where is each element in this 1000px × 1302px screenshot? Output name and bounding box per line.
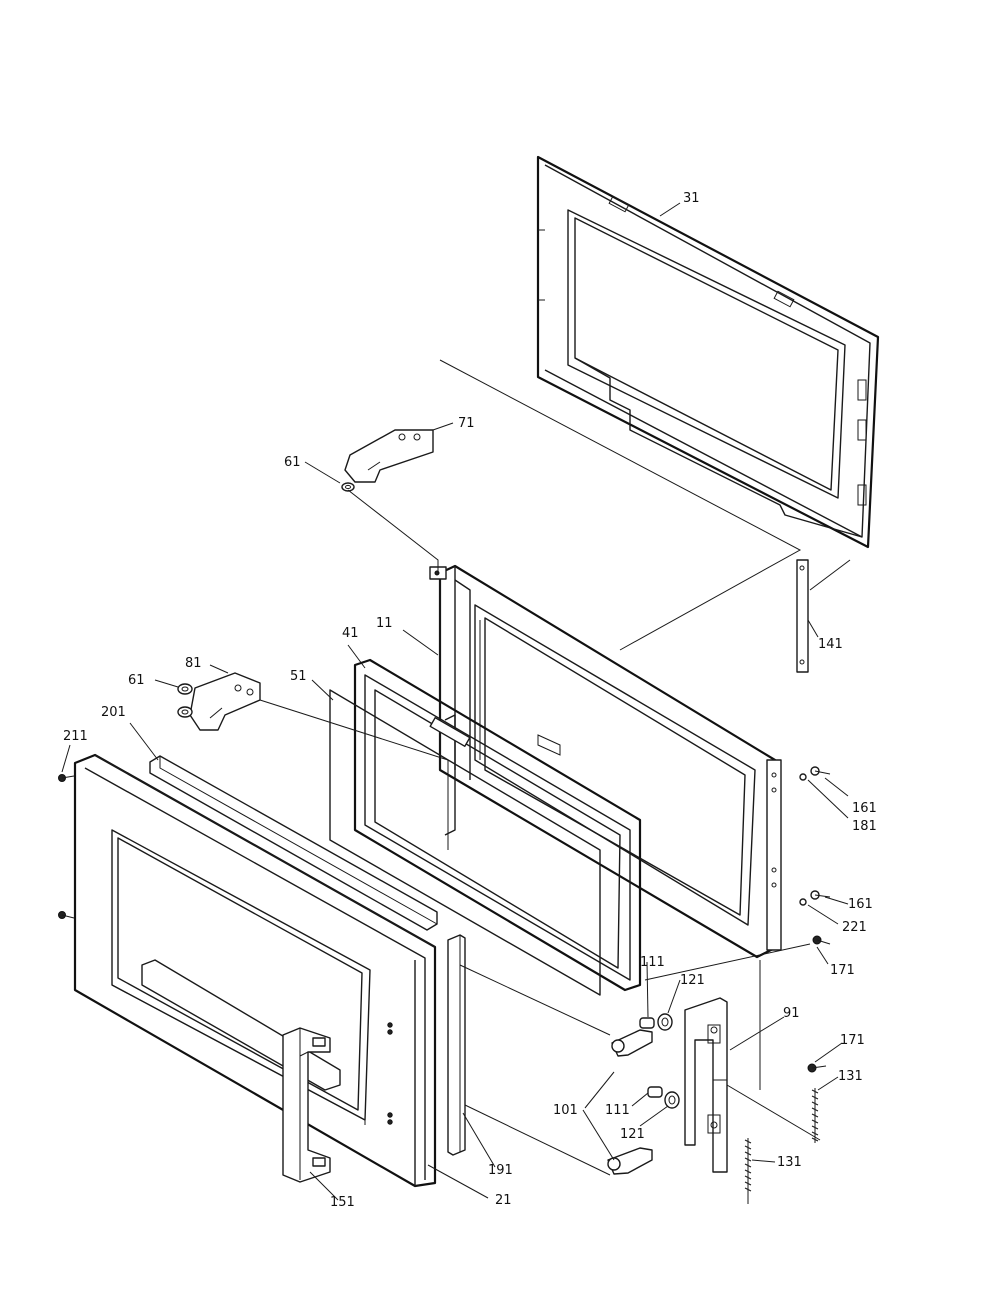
part-61-washer-b (177, 683, 193, 718)
callout-171-lower: 171 (840, 1033, 865, 1048)
callout-41: 41 (342, 626, 359, 641)
assembly-lines (259, 359, 851, 1176)
part-21-outer-door (73, 753, 437, 1188)
callout-91: 91 (783, 1006, 800, 1021)
callout-61-upper: 61 (284, 455, 301, 470)
callout-121-upper: 121 (680, 973, 705, 988)
part-151-handle (282, 1027, 331, 1183)
washer-181 (799, 773, 807, 781)
part-61-washer-a (341, 482, 355, 492)
part-131-spring (744, 1088, 819, 1204)
callout-21: 21 (495, 1193, 512, 1208)
callout-31: 31 (683, 191, 700, 206)
part-101-latch (607, 1029, 653, 1175)
callout-171-upper: 171 (830, 963, 855, 978)
callout-11: 11 (376, 616, 393, 631)
callout-211: 211 (63, 729, 88, 744)
callout-leaders (61, 202, 849, 1201)
callout-121-lower: 121 (620, 1127, 645, 1142)
washer-221 (799, 898, 807, 906)
callout-labels: 31 71 61 11 41 51 81 61 201 211 141 161 … (63, 191, 877, 1210)
screw-211-a (58, 774, 75, 782)
callout-131-upper: 131 (838, 1069, 863, 1084)
callout-161-lower: 161 (848, 897, 873, 912)
part-71-upper-hinge (344, 429, 434, 483)
screw-211-b (58, 911, 75, 919)
part-111-pin (639, 1017, 663, 1098)
part-11-door-frame (429, 564, 782, 959)
screw-parts (58, 766, 831, 1073)
callout-131-lower: 131 (777, 1155, 802, 1170)
part-141-strip (796, 559, 809, 673)
callout-201: 201 (101, 705, 126, 720)
callout-61-lower: 61 (128, 673, 145, 688)
callout-141: 141 (818, 637, 843, 652)
part-201-bar (149, 755, 438, 931)
part-51-glass-pane (329, 689, 601, 996)
callout-181: 181 (852, 819, 877, 834)
part-121-bushing (657, 1013, 680, 1109)
callout-111-upper: 111 (640, 955, 665, 970)
screw-161-a (810, 766, 831, 776)
callout-151: 151 (330, 1195, 355, 1210)
callout-81: 81 (185, 656, 202, 671)
part-91-latch-bracket (684, 997, 728, 1173)
part-81-lower-hinge (189, 672, 261, 731)
screw-171-b (807, 1063, 827, 1073)
callout-51: 51 (290, 669, 307, 684)
callout-71: 71 (458, 416, 475, 431)
callout-111-lower: 111 (605, 1103, 630, 1118)
callout-221: 221 (842, 920, 867, 935)
part-191-strip (447, 934, 466, 1156)
part-31-inner-panel (536, 155, 880, 549)
screw-171-a (812, 935, 831, 945)
screw-161-b (810, 890, 831, 900)
callout-161-upper: 161 (852, 801, 877, 816)
callout-191: 191 (488, 1163, 513, 1178)
callout-101: 101 (553, 1103, 578, 1118)
part-41-choke-frame (353, 658, 642, 992)
